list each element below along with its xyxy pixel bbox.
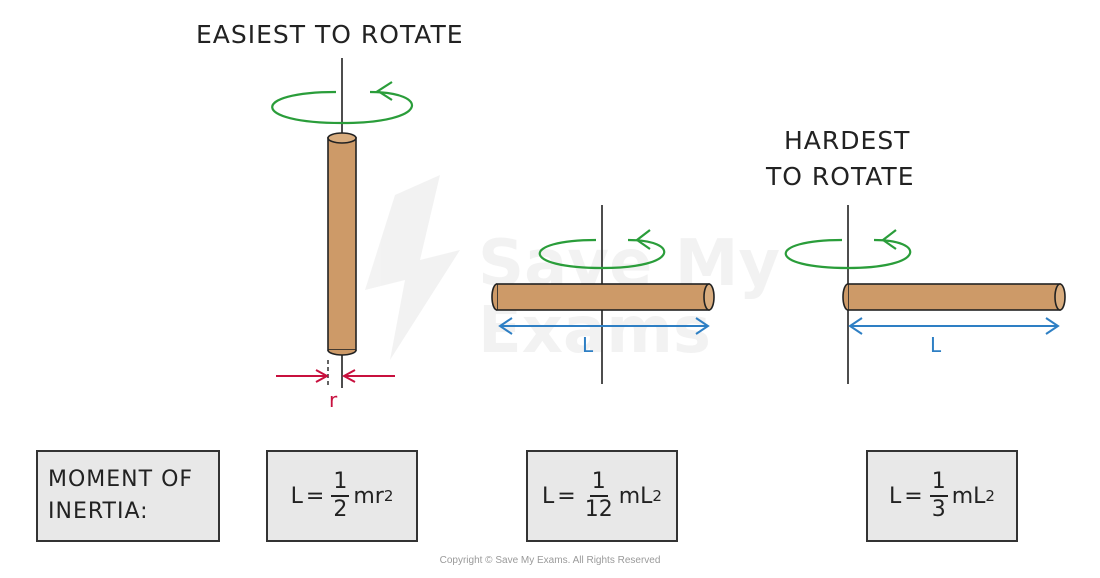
- length-label-end: L: [930, 333, 942, 357]
- vertical-rod-top: [327, 132, 357, 144]
- rotation-arrowhead-3: [881, 229, 897, 250]
- moment-label-line1: MOMENT OF: [48, 467, 194, 492]
- formula-2-lhs: L: [542, 483, 555, 509]
- end-rod-start: [842, 283, 849, 311]
- radius-label: r: [329, 388, 339, 412]
- length-arrowhead-3b: [1045, 317, 1060, 335]
- rod-center-group: L: [491, 205, 715, 384]
- watermark-logo: [365, 175, 460, 360]
- copyright-footer: Copyright © Save My Exams. All Rights Re…: [439, 555, 661, 566]
- rotation-arrow-2: [538, 238, 666, 270]
- rotation-arrowhead-1: [375, 81, 393, 101]
- end-rod-end: [1054, 283, 1066, 311]
- formula-3-denominator: 3: [931, 497, 946, 522]
- rod-vertical-group: [271, 58, 413, 388]
- radius-arrowhead-left: [315, 369, 330, 383]
- formula-1-fraction: 1 2: [331, 469, 350, 523]
- formula-3-eq: =: [904, 483, 923, 509]
- radius-arrowhead-right: [341, 369, 356, 383]
- length-label-center: L: [582, 333, 594, 357]
- rotation-arrow-3: [784, 238, 912, 270]
- formula-1-variable: mr: [353, 483, 384, 509]
- easiest-label: EASIEST TO ROTATE: [196, 20, 464, 49]
- formula-2-variable: mL: [618, 483, 653, 509]
- vertical-rod: [327, 137, 357, 351]
- vertical-rod-bottom: [327, 349, 357, 356]
- end-rod: [847, 283, 1061, 311]
- rotation-arrowhead-2: [635, 229, 651, 250]
- moment-label-line2: INERTIA:: [48, 499, 149, 524]
- watermark: Save My Exams: [365, 175, 780, 368]
- formula-3-lhs: L: [889, 483, 902, 509]
- formula-3-fraction: 1 3: [929, 469, 948, 523]
- rod-end-group: L: [784, 205, 1066, 384]
- formula-1-exponent: 2: [383, 487, 394, 505]
- moment-of-inertia-label: MOMENT OF INERTIA:: [48, 464, 193, 528]
- length-arrowhead-3a: [848, 317, 863, 335]
- formula-2-numerator: 1: [589, 469, 608, 497]
- center-rod-start: [491, 283, 498, 311]
- rotation-arrow-1: [271, 90, 413, 125]
- formula-2-denominator: 12: [584, 497, 613, 522]
- formula-1-denominator: 2: [333, 497, 348, 522]
- formula-2-eq: =: [557, 483, 576, 509]
- formula-2-exponent: 2: [652, 487, 662, 505]
- formula-1-eq: =: [305, 483, 325, 509]
- hardest-label-line2: TO ROTATE: [766, 162, 915, 191]
- hardest-label-line1: HARDEST: [784, 126, 911, 155]
- formula-1-numerator: 1: [331, 469, 350, 497]
- formula-3-exponent: 2: [985, 487, 995, 505]
- formula-3-numerator: 1: [929, 469, 948, 497]
- formula-2-fraction: 1 12: [583, 469, 615, 523]
- length-arrowhead-2b: [695, 317, 710, 335]
- formula-3-variable: mL: [951, 483, 986, 509]
- center-rod-end: [703, 283, 715, 311]
- formula-1-lhs: L: [290, 483, 303, 509]
- center-rod: [496, 283, 710, 311]
- length-arrowhead-2a: [498, 317, 513, 335]
- moment-of-inertia-box: MOMENT OF INERTIA:: [36, 450, 220, 542]
